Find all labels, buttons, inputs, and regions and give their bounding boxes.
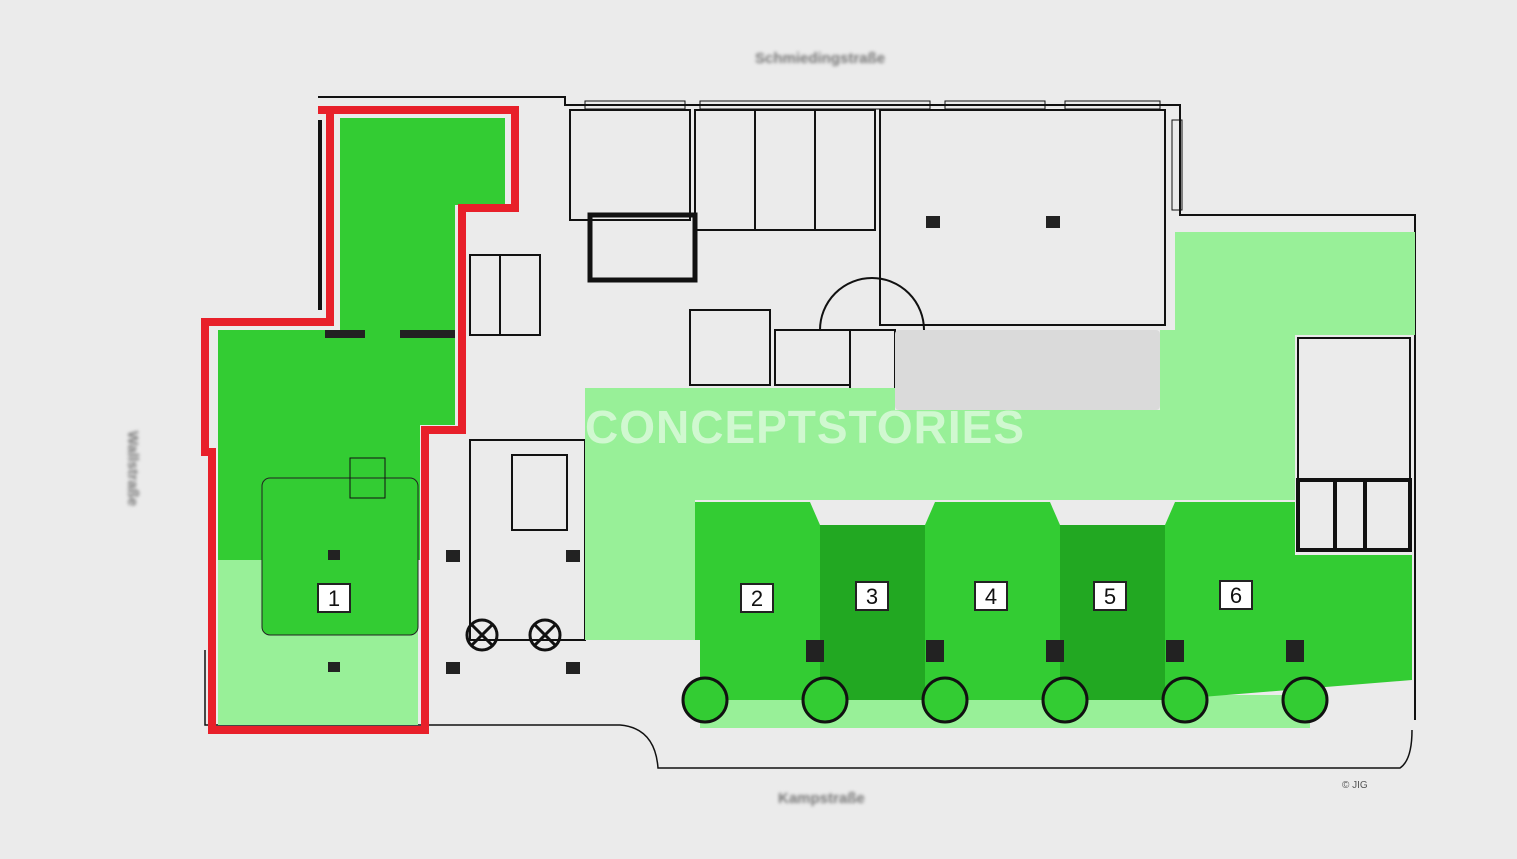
street-label-north: Schmiedingstraße — [755, 50, 886, 67]
unit-label-6[interactable]: 6 — [1219, 580, 1253, 610]
building-walls — [204, 96, 1416, 769]
unit-label-1[interactable]: 1 — [317, 583, 351, 613]
unit-3-area — [820, 525, 925, 700]
copyright: © JIG — [1342, 780, 1368, 791]
facade-windows — [584, 100, 1183, 211]
unit-label-2[interactable]: 2 — [740, 583, 774, 613]
unit-5-area — [1060, 525, 1165, 700]
common-area — [585, 232, 1415, 640]
vent-icons — [465, 618, 562, 652]
units-row — [681, 502, 1412, 724]
unit-label-5[interactable]: 5 — [1093, 581, 1127, 611]
unit-label-3[interactable]: 3 — [855, 581, 889, 611]
street-label-west: Wallstraße — [124, 430, 142, 507]
watermark: CONCEPTSTORIES — [585, 401, 1025, 453]
unit-label-4[interactable]: 4 — [974, 581, 1008, 611]
street-label-south: Kampstraße — [778, 790, 865, 807]
unit-1-highlight-outline — [201, 106, 519, 734]
column-markers — [328, 216, 1304, 674]
unit-6-area — [1165, 502, 1412, 700]
existing-area — [895, 330, 1160, 410]
